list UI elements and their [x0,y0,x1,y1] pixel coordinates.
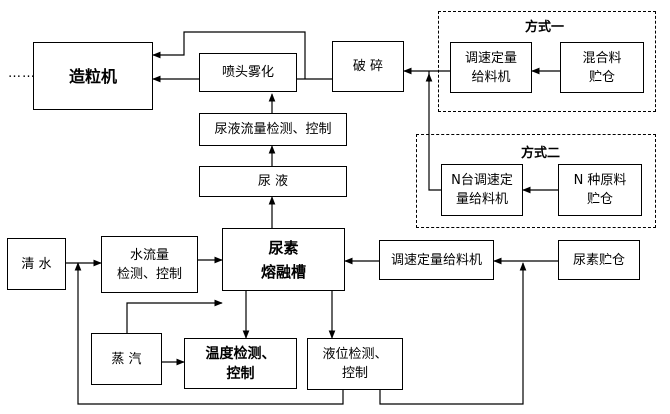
urine-flow-box: 尿液流量检测、控制 [199,113,347,146]
urea-bin-box: 尿素贮仓 [558,240,640,280]
spray-label: 喷头雾化 [221,65,274,80]
melt-tank-line1: 尿素 [268,238,299,257]
rawN-line2: 贮仓 [586,192,613,207]
temp-line1: 温度检测、 [205,345,276,362]
ellipsis: …… [8,66,36,81]
water-box: 清 水 [7,238,66,290]
feeder-main-label: 调速定量给料机 [390,252,482,268]
level-box: 液位检测、控制 [307,338,403,390]
level-line2: 控制 [341,366,368,381]
melt-tank-box: 尿素熔融槽 [222,228,345,291]
rawN-box: N 种原料贮仓 [558,164,642,216]
temp-box: 温度检测、控制 [184,338,297,389]
feeder1-line2: 给料机 [471,69,511,85]
crush-box: 破 碎 [332,41,404,92]
granulator-label: 造粒机 [68,66,117,86]
feederN-line1: N台调速定 [451,173,513,188]
melt-tank-line2: 熔融槽 [260,262,306,281]
water-flow-line1: 水流量 [129,247,169,263]
level-line1: 液位检测、 [322,347,388,362]
urea-bin-label: 尿素贮仓 [572,252,625,268]
urine-label: 尿 液 [257,174,289,189]
mode1-label: 方式一 [525,20,565,35]
crush-label: 破 碎 [352,59,384,74]
feeder-main-box: 调速定量给料机 [379,240,494,280]
urine-flow-label: 尿液流量检测、控制 [214,122,332,137]
steam-label: 蒸 汽 [111,351,142,367]
granulator-box: 造粒机 [33,42,153,110]
mix-bin-line2: 贮仓 [588,69,615,85]
mode2-group [416,134,656,228]
urine-box: 尿 液 [199,166,347,197]
water-label: 清 水 [21,256,52,272]
mode1-group [438,11,656,112]
feederN-box: N台调速定量给料机 [441,164,523,216]
steam-box: 蒸 汽 [91,333,162,385]
rawN-line1: N 种原料 [573,173,627,188]
feederN-line2: 量给料机 [455,192,508,207]
temp-line2: 控制 [226,365,255,382]
water-flow-box: 水流量检测、控制 [101,236,198,293]
spray-box: 喷头雾化 [199,53,297,92]
feeder1-box: 调速定量给料机 [450,42,532,93]
mix-bin-line1: 混合料 [582,50,622,66]
feeder1-line1: 调速定量 [464,50,517,66]
mode2-label: 方式二 [521,146,561,161]
water-flow-line2: 检测、控制 [116,266,182,282]
mix-bin-box: 混合料贮仓 [560,42,644,93]
